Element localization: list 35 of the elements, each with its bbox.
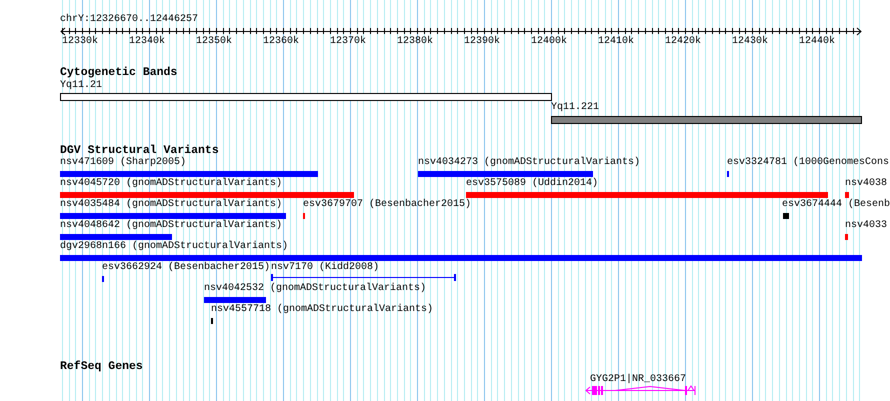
feature-label: dgv2968n166 (gnomADStructuralVariants) bbox=[60, 241, 288, 252]
feature-label: nsv4033 bbox=[845, 220, 888, 231]
axis-tick-label: 12360k bbox=[263, 36, 300, 47]
feature-label: nsv4557718 (gnomADStructuralVariants) bbox=[211, 304, 434, 315]
axis-tick-label: 12400k bbox=[531, 36, 568, 47]
track-title: DGV Structural Variants bbox=[60, 145, 219, 156]
feature-label: Yq11.21 bbox=[60, 80, 102, 91]
axis-tick-label: 12420k bbox=[665, 36, 702, 47]
feature-label: nsv4038 bbox=[845, 178, 888, 189]
feature-label: nsv7170 (Kidd2008) bbox=[271, 262, 380, 273]
axis-tick-label: 12330k bbox=[62, 36, 98, 47]
axis-tick-label: 12370k bbox=[330, 36, 366, 47]
axis-tick-label: 12340k bbox=[129, 36, 166, 47]
feature-label: nsv4045720 (gnomADStructuralVariants) bbox=[60, 178, 282, 189]
track-title: RefSeq Genes bbox=[60, 361, 143, 372]
track-title: Cytogenetic Bands bbox=[60, 67, 178, 78]
feature-label: nsv4042532 (gnomADStructuralVariants) bbox=[204, 283, 426, 294]
feature-label: esv3679707 (Besenbacher2015) bbox=[303, 199, 472, 210]
feature-label: Yq11.221 bbox=[551, 102, 600, 113]
feature-label: nsv4048642 (gnomADStructuralVariants) bbox=[60, 220, 282, 231]
feature-label: nsv4035484 (gnomADStructuralVariants) bbox=[60, 199, 282, 210]
axis-tick-label: 12440k bbox=[799, 36, 836, 47]
feature-label: nsv471609 (Sharp2005) bbox=[60, 157, 186, 168]
feature-label: esv3324781 (1000GenomesCons bbox=[727, 157, 890, 168]
axis-tick-label: 12410k bbox=[598, 36, 634, 47]
feature-label: esv3662924 (Besenbacher2015) bbox=[102, 262, 270, 273]
axis-tick-label: 12350k bbox=[196, 36, 232, 47]
feature-label: nsv4034273 (gnomADStructuralVariants) bbox=[418, 157, 640, 168]
feature-label: esv3674444 (Besenb bbox=[782, 199, 890, 210]
feature-label: GYG2P1|NR_033667 bbox=[590, 374, 686, 385]
axis-tick-label: 12380k bbox=[397, 36, 434, 47]
feature-label: esv3575089 (Uddin2014) bbox=[466, 178, 598, 189]
axis-tick-label: 12430k bbox=[732, 36, 768, 47]
axis-tick-label: 12390k bbox=[464, 36, 500, 47]
location-label: chrY:12326670..12446257 bbox=[60, 14, 198, 25]
